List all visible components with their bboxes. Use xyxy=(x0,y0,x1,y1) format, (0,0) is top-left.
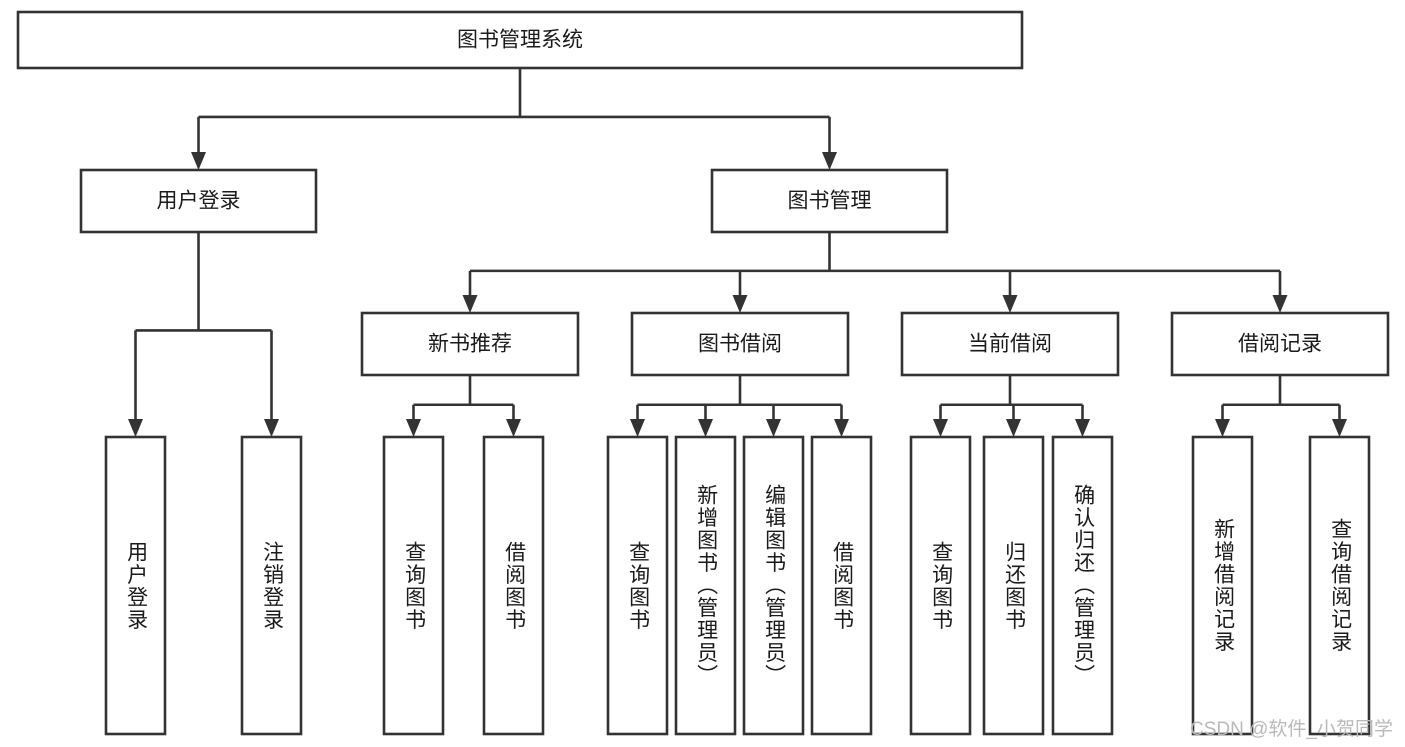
arrow-head-icon xyxy=(1272,295,1288,313)
node-box xyxy=(16,10,1024,70)
node-box xyxy=(1170,311,1390,377)
arrow-head-icon xyxy=(462,295,478,313)
node-leaf-bb-borrow[interactable] xyxy=(810,435,873,736)
node-box xyxy=(79,168,318,234)
node-leaf-user-login[interactable] xyxy=(104,435,167,736)
arrow-head-icon xyxy=(732,295,748,313)
node-box xyxy=(1191,435,1254,736)
node-box xyxy=(382,435,445,736)
arrow-head-icon xyxy=(1215,419,1230,437)
watermark-text: CSDN @软件_小贺同学 xyxy=(1190,719,1393,740)
node-box xyxy=(482,435,545,736)
node-book-manage[interactable]: 图书管理 xyxy=(710,168,949,234)
node-book-borrow[interactable]: 图书借阅 xyxy=(630,311,850,377)
node-box xyxy=(674,435,737,736)
edges-layer xyxy=(128,68,1347,437)
node-box xyxy=(606,435,669,736)
arrow-head-icon xyxy=(406,419,421,437)
arrow-head-icon xyxy=(1332,419,1347,437)
node-box xyxy=(810,435,873,736)
arrow-head-icon xyxy=(506,419,521,437)
arrow-head-icon xyxy=(1002,295,1018,313)
node-leaf-cb-return[interactable] xyxy=(982,435,1045,736)
node-label: 图书管理 xyxy=(788,190,872,213)
arrow-head-icon xyxy=(822,152,837,170)
node-box xyxy=(909,435,972,736)
arrow-head-icon xyxy=(933,419,948,437)
node-box xyxy=(360,311,580,377)
node-box xyxy=(742,435,805,736)
arrow-head-icon xyxy=(834,419,849,437)
node-leaf-br-add[interactable] xyxy=(1191,435,1254,736)
node-borrow-record[interactable]: 借阅记录 xyxy=(1170,311,1390,377)
node-leaf-cb-query[interactable] xyxy=(909,435,972,736)
node-leaf-bb-query[interactable] xyxy=(606,435,669,736)
arrow-head-icon xyxy=(766,419,781,437)
arrow-head-icon xyxy=(128,419,143,437)
arrow-head-icon xyxy=(1006,419,1021,437)
node-box xyxy=(900,311,1120,377)
node-box xyxy=(630,311,850,377)
node-leaf-logout[interactable] xyxy=(240,435,303,736)
node-box xyxy=(1051,435,1114,736)
node-leaf-bb-add[interactable] xyxy=(674,435,737,736)
arrow-head-icon xyxy=(698,419,713,437)
node-leaf-rec-borrow[interactable] xyxy=(482,435,545,736)
node-label: 新书推荐 xyxy=(428,333,512,356)
node-box xyxy=(710,168,949,234)
node-leaf-br-query[interactable] xyxy=(1308,435,1371,736)
arrow-head-icon xyxy=(191,152,206,170)
node-label: 图书借阅 xyxy=(698,333,782,356)
node-leaf-cb-confirm[interactable] xyxy=(1051,435,1114,736)
node-leaf-bb-edit[interactable] xyxy=(742,435,805,736)
node-label: 用户登录 xyxy=(157,190,241,213)
node-user-login[interactable]: 用户登录 xyxy=(79,168,318,234)
node-box xyxy=(240,435,303,736)
node-new-book-rec[interactable]: 新书推荐 xyxy=(360,311,580,377)
node-box xyxy=(1308,435,1371,736)
arrow-head-icon xyxy=(264,419,279,437)
node-root[interactable]: 图书管理系统 xyxy=(16,10,1024,70)
node-label: 当前借阅 xyxy=(968,333,1052,356)
node-current-borrow[interactable]: 当前借阅 xyxy=(900,311,1120,377)
node-leaf-rec-query[interactable] xyxy=(382,435,445,736)
node-label: 图书管理系统 xyxy=(457,29,583,52)
arrow-head-icon xyxy=(1075,419,1090,437)
arrow-head-icon xyxy=(630,419,645,437)
node-label: 借阅记录 xyxy=(1238,333,1322,356)
node-box xyxy=(104,435,167,736)
node-box xyxy=(982,435,1045,736)
